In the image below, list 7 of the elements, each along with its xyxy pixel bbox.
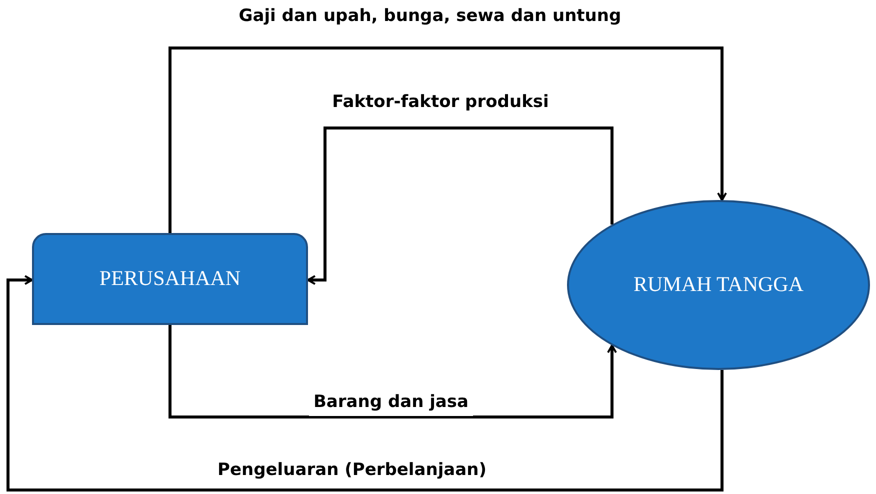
- arrow: [168, 325, 617, 418]
- process-box: [32, 233, 308, 325]
- arrow: [6, 275, 724, 492]
- arrow: [307, 126, 614, 285]
- node-label: RUMAH TANGGA: [633, 271, 804, 298]
- arrow: [168, 46, 728, 233]
- node-label: PERUSAHAAN: [99, 265, 241, 292]
